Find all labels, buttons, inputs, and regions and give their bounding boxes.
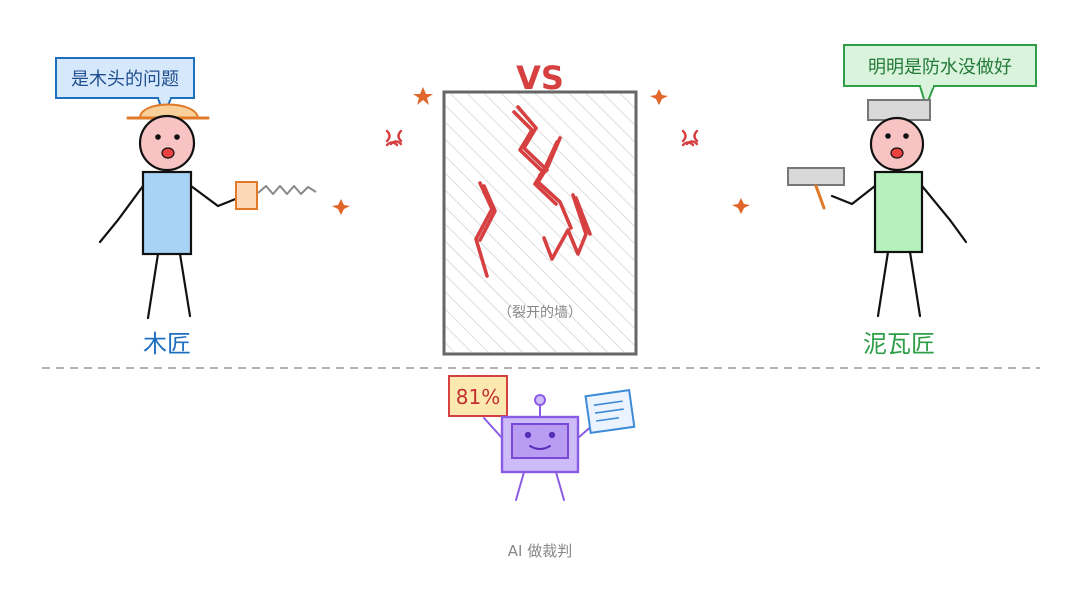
robot-caption: AI 做裁判 (508, 542, 572, 560)
sparkle-icon (650, 89, 668, 105)
wood-block-icon (235, 181, 258, 210)
robot-face-screen (511, 423, 569, 459)
trowel-icon (787, 167, 845, 210)
mason-figure: 明明是防水没做好 泥瓦匠 (787, 44, 1037, 358)
cracked-wall: （裂开的墙） (442, 90, 638, 356)
sparkle-icon (413, 87, 433, 105)
mason-body (873, 170, 924, 254)
carpenter-speech-text: 是木头的问题 (71, 69, 179, 90)
robot-judge: 81% AI 做裁判 (448, 375, 636, 560)
sparkle-icon (732, 198, 750, 214)
confidence-tag (448, 375, 508, 417)
antenna-icon (534, 394, 546, 406)
crack-lines (474, 105, 592, 278)
carpenter-figure: 是木头的问题 木匠 (55, 57, 317, 358)
carpenter-head (138, 114, 196, 172)
mason-head (869, 116, 925, 172)
carpenter-name-label: 木匠 (143, 330, 191, 358)
anger-mark-icons (385, 129, 699, 147)
anger-mark-icon (681, 129, 699, 147)
sparkle-icons (332, 87, 750, 215)
mason-speech-bubble: 明明是防水没做好 (843, 44, 1037, 107)
report-paper-icon (584, 388, 636, 435)
saw-icon (257, 185, 317, 195)
wall-caption: （裂开的墙） (498, 305, 582, 321)
confidence-value: 81% (456, 385, 500, 409)
mason-name-label: 泥瓦匠 (863, 330, 935, 358)
mason-speech-text: 明明是防水没做好 (868, 57, 1012, 78)
carpenter-speech-bubble: 是木头的问题 (55, 57, 195, 117)
sparkle-icon (332, 199, 350, 215)
anger-mark-icon (385, 129, 403, 147)
carpenter-body (141, 170, 193, 256)
